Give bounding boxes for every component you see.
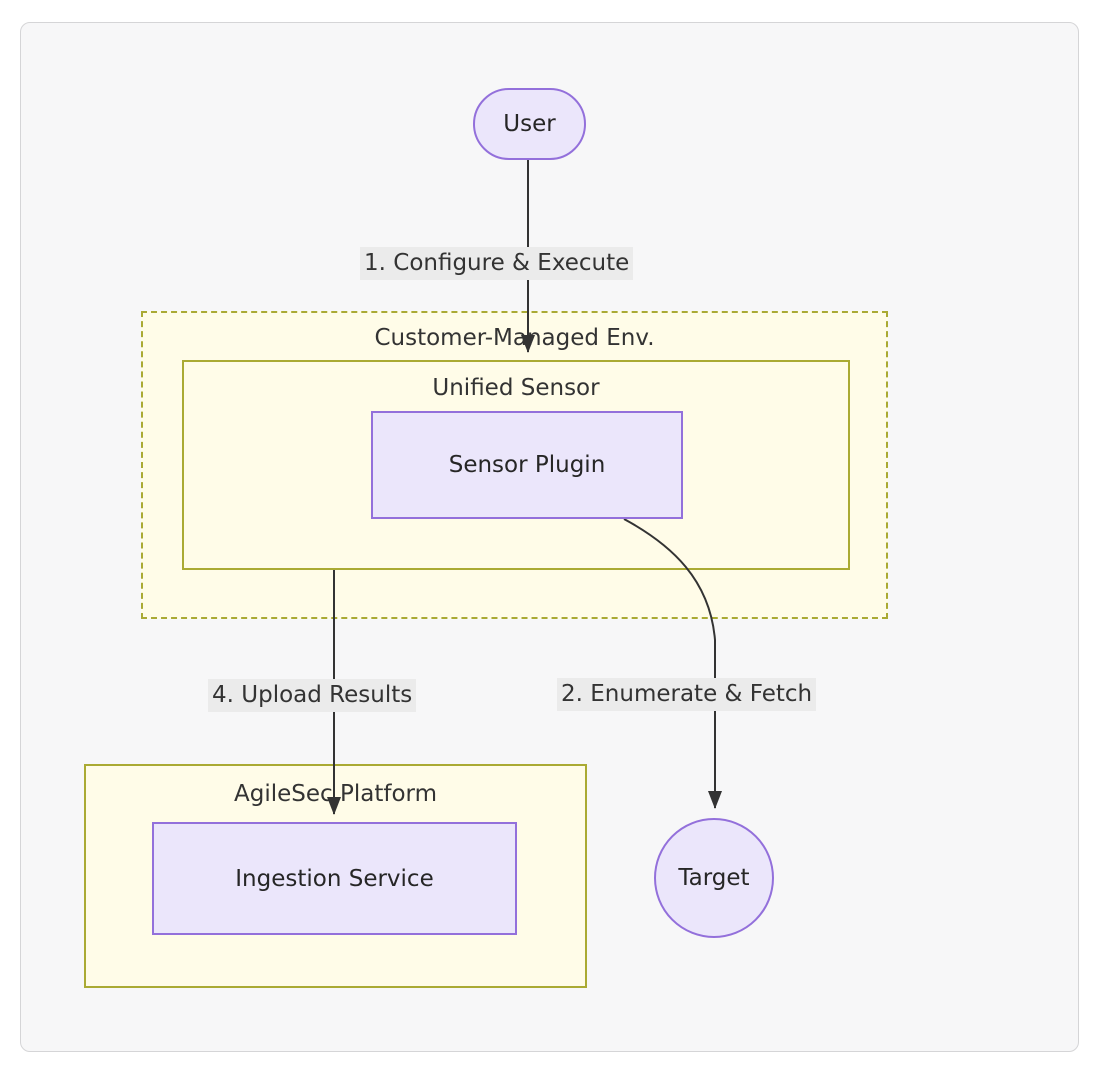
node-user-label: User xyxy=(503,111,556,137)
edge-sensor-to-target xyxy=(623,518,722,809)
node-sensor-plugin-label: Sensor Plugin xyxy=(448,452,606,478)
node-ingestion-service[interactable]: Ingestion Service xyxy=(152,822,517,935)
edge-label-upload-results: 4. Upload Results xyxy=(208,679,417,712)
node-target[interactable]: Target xyxy=(654,818,774,938)
node-user[interactable]: User xyxy=(473,88,586,160)
edge-label-configure-execute: 1. Configure & Execute xyxy=(360,247,634,280)
node-ingestion-service-label: Ingestion Service xyxy=(235,865,434,892)
subgraph-title-customer-managed-env: Customer-Managed Env. xyxy=(374,325,655,351)
edge-label-enumerate-fetch: 2. Enumerate & Fetch xyxy=(557,678,817,711)
node-sensor-plugin[interactable]: Sensor Plugin xyxy=(371,411,683,519)
subgraph-title-unified-sensor: Unified Sensor xyxy=(432,375,600,401)
node-target-label: Target xyxy=(678,865,750,891)
